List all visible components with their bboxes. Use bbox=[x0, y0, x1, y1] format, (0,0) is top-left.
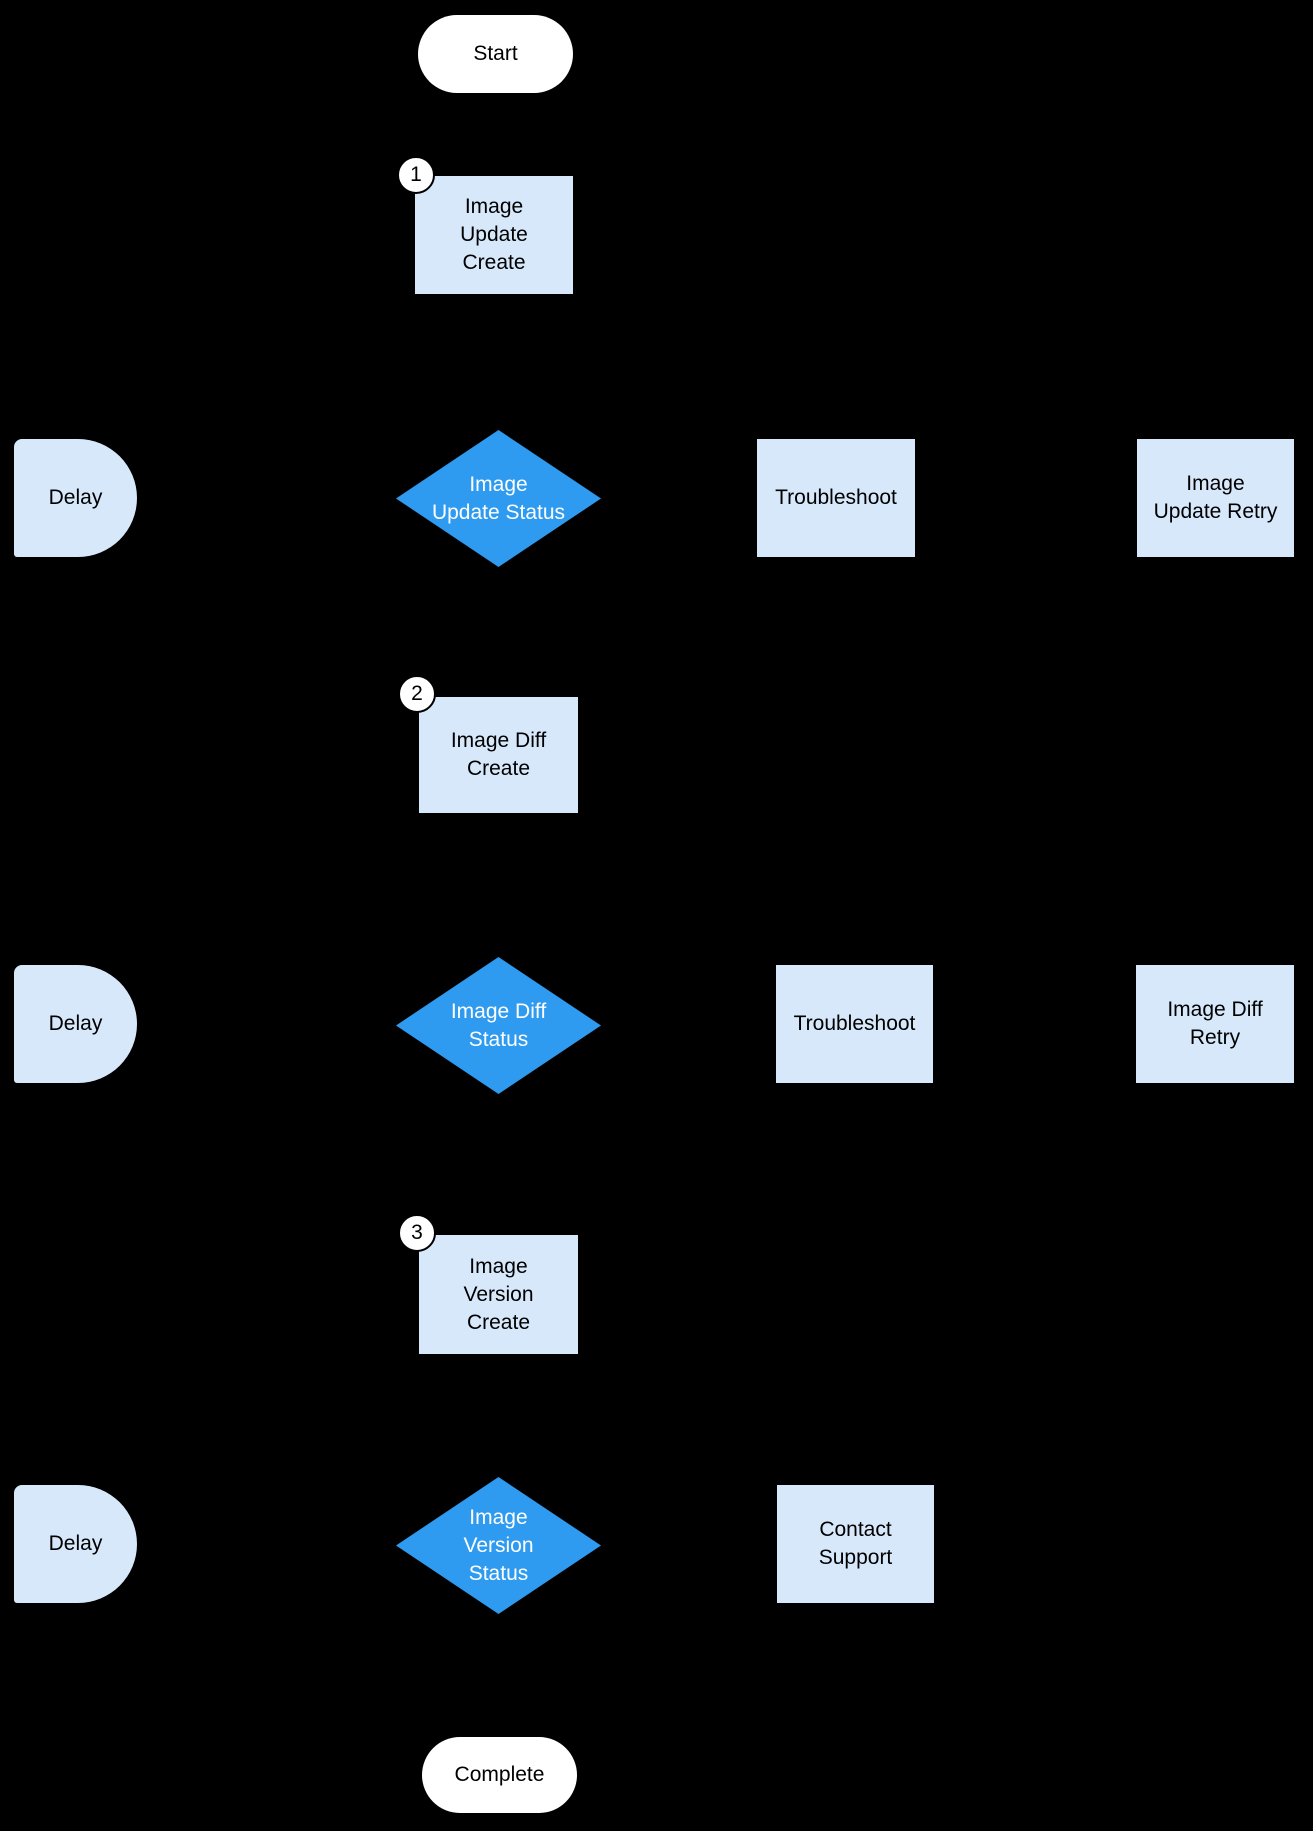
delay-label-1: Delay bbox=[48, 486, 103, 509]
decision-image-version-status: Image Version Status bbox=[396, 1477, 601, 1614]
step-number-1: 1 bbox=[410, 163, 422, 186]
start-terminator: Start bbox=[418, 15, 573, 93]
complete-terminator: Complete bbox=[422, 1737, 577, 1813]
delay-shape-3: Delay bbox=[14, 1485, 137, 1603]
process-image-diff-create-label: Image Diff Create bbox=[450, 729, 547, 780]
process-image-update-create: Image Update Create bbox=[415, 176, 573, 294]
process-troubleshoot-1: Troubleshoot bbox=[757, 439, 915, 557]
process-image-diff-create: Image Diff Create bbox=[419, 697, 578, 813]
decision-image-update-status: Image Update Status bbox=[396, 430, 601, 567]
step-number-badge-3: 3 bbox=[398, 1214, 436, 1252]
delay-shape-1: Delay bbox=[14, 439, 137, 557]
step-number-badge-2: 2 bbox=[398, 675, 436, 713]
step-number-2: 2 bbox=[411, 682, 423, 705]
decision-image-diff-status: Image Diff Status bbox=[396, 957, 601, 1094]
step-number-3: 3 bbox=[411, 1221, 423, 1244]
decision-image-update-status-label: Image Update Status bbox=[431, 472, 566, 524]
process-troubleshoot-2-label: Troubleshoot bbox=[793, 1012, 916, 1035]
decision-image-diff-status-label: Image Diff Status bbox=[450, 999, 547, 1051]
delay-label-2: Delay bbox=[48, 1012, 103, 1035]
process-contact-support-label: Contact Support bbox=[818, 1518, 893, 1569]
delay-shape-2: Delay bbox=[14, 965, 137, 1083]
process-image-update-retry: Image Update Retry bbox=[1137, 439, 1294, 557]
process-image-version-create-label: Image Version Create bbox=[463, 1254, 534, 1334]
process-image-version-create: Image Version Create bbox=[419, 1235, 578, 1354]
process-image-diff-retry: Image Diff Retry bbox=[1136, 965, 1294, 1083]
complete-label: Complete bbox=[454, 1763, 545, 1786]
process-image-update-create-label: Image Update Create bbox=[460, 195, 528, 274]
process-contact-support: Contact Support bbox=[777, 1485, 934, 1603]
process-troubleshoot-1-label: Troubleshoot bbox=[775, 486, 897, 509]
decision-image-version-status-label: Image Version Status bbox=[463, 1505, 534, 1585]
process-image-update-retry-label: Image Update Retry bbox=[1153, 472, 1278, 523]
process-troubleshoot-2: Troubleshoot bbox=[776, 965, 933, 1083]
delay-label-3: Delay bbox=[48, 1532, 103, 1555]
start-label: Start bbox=[473, 42, 518, 65]
process-image-diff-retry-label: Image Diff Retry bbox=[1167, 998, 1263, 1049]
step-number-badge-1: 1 bbox=[397, 156, 435, 194]
